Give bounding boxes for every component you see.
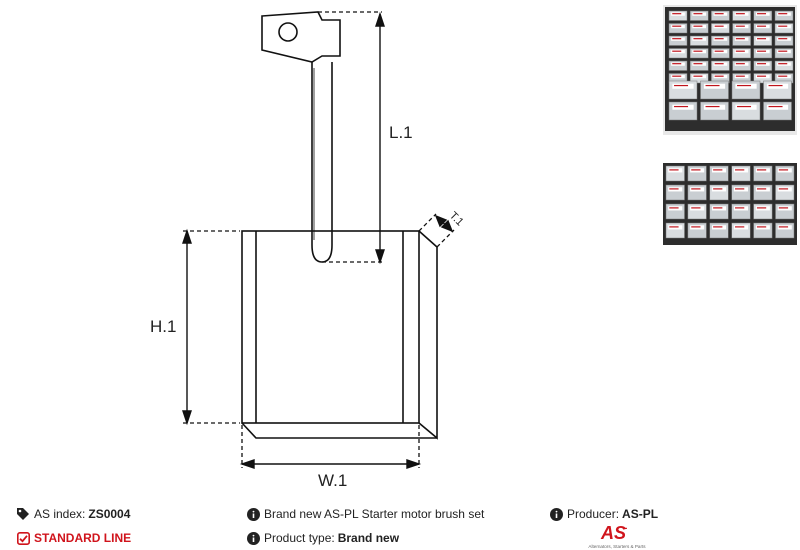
product-type-row: Product type: Brand new bbox=[246, 531, 399, 545]
length-label: L.1 bbox=[389, 123, 413, 142]
width-label: W.1 bbox=[318, 471, 347, 490]
product-type-value: Brand new bbox=[337, 531, 400, 545]
brush-diagram: L.1 H.1 W.1 T.1 bbox=[150, 11, 466, 490]
brush-body bbox=[241, 230, 420, 424]
description-row: Brand new AS-PL Starter motor brush set bbox=[246, 507, 484, 521]
as-pl-logo: AS - Alternators, Starters & Parts bbox=[588, 523, 646, 549]
product-type-label: Product type: bbox=[264, 531, 335, 545]
tags-icon bbox=[16, 507, 30, 521]
info-circle-icon bbox=[549, 507, 563, 521]
as-index-row: AS index: ZS0004 bbox=[16, 507, 130, 521]
gallery-thumbnail-1[interactable] bbox=[663, 5, 797, 135]
svg-text:-: - bbox=[624, 523, 627, 534]
producer-label: Producer: bbox=[567, 507, 620, 521]
organizer-drawers-photo bbox=[663, 163, 797, 245]
check-square-icon bbox=[16, 531, 30, 545]
terminal-tab bbox=[261, 11, 341, 63]
height-label: H.1 bbox=[150, 317, 176, 336]
as-index-value: ZS0004 bbox=[88, 507, 131, 521]
terminal-hole bbox=[278, 22, 298, 42]
shunt-wire bbox=[311, 62, 333, 263]
organizer-cabinet-photo bbox=[663, 5, 797, 135]
info-circle-icon bbox=[246, 507, 260, 521]
as-index-label: AS index: bbox=[34, 507, 86, 521]
info-circle-icon bbox=[246, 531, 260, 545]
producer-row: Producer: AS-PL bbox=[549, 507, 658, 521]
standard-line-row: STANDARD LINE bbox=[16, 531, 131, 545]
gallery-thumbnail-2[interactable] bbox=[663, 163, 797, 245]
producer-logo[interactable]: AS - Alternators, Starters & Parts bbox=[586, 522, 648, 550]
svg-text:Alternators, Starters & Parts: Alternators, Starters & Parts bbox=[588, 544, 646, 549]
brush-drawing: L.1 H.1 W.1 T.1 bbox=[150, 11, 466, 490]
svg-text:AS: AS bbox=[600, 523, 626, 543]
standard-line-label: STANDARD LINE bbox=[34, 531, 132, 545]
producer-value: AS-PL bbox=[622, 507, 659, 521]
product-description: Brand new AS-PL Starter motor brush set bbox=[264, 507, 485, 521]
